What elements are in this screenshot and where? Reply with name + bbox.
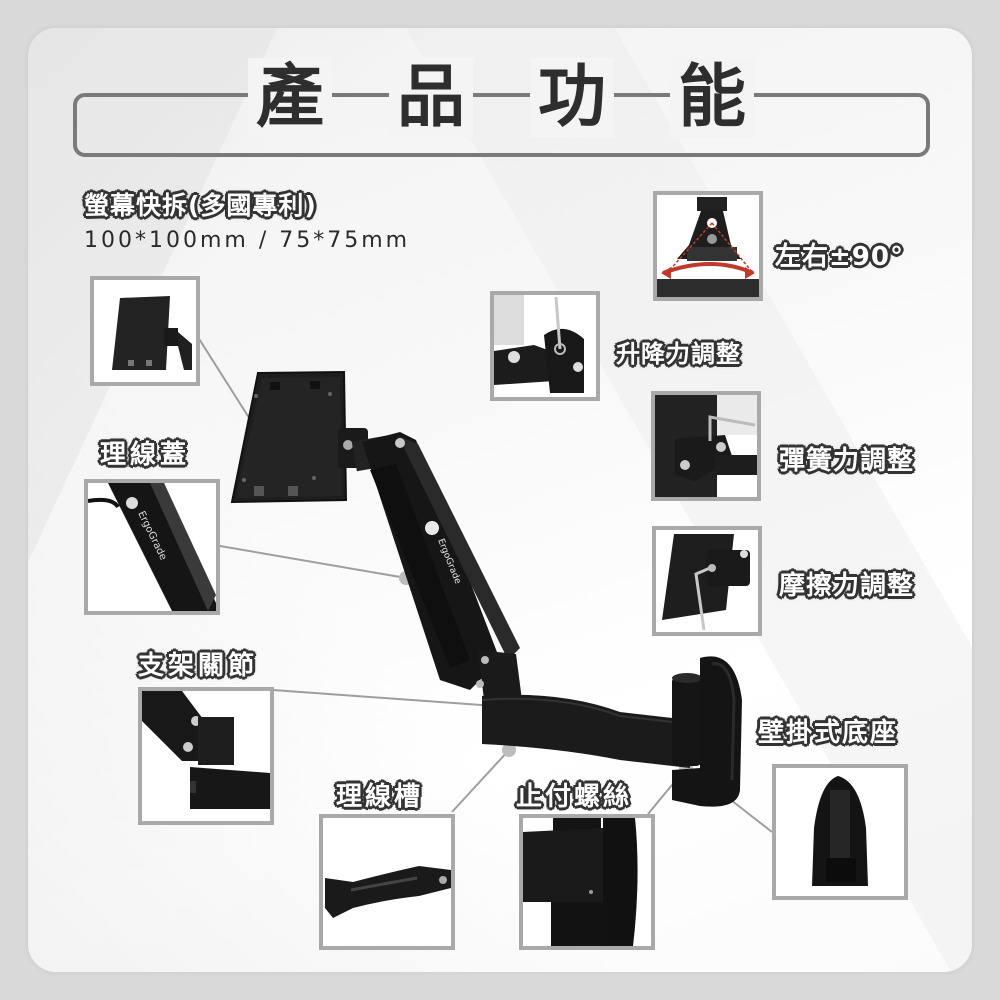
spring-adjust-label: 彈簧力調整 <box>779 446 915 476</box>
spring-adjust-thumbnail <box>655 395 757 497</box>
thumb-wall-base <box>772 764 908 900</box>
vesa-spec: 100*100mm / 75*75mm <box>84 228 411 253</box>
height-adjust-label: 升降力調整 <box>616 340 741 368</box>
thumb-cable-cover: ErgoGrade <box>84 479 220 615</box>
thumb-rotation <box>653 191 763 301</box>
title-char: 品 <box>389 58 473 138</box>
monitor-arm-product-image: ErgoGrade <box>230 370 742 807</box>
cable-cover-label: 理線蓋 <box>100 440 191 470</box>
tilt-head-thumbnail <box>657 197 759 297</box>
thumb-quick-release <box>90 276 200 386</box>
thumb-spring-adjust <box>651 391 761 501</box>
thumb-stop-screw <box>519 814 655 950</box>
stop-screw-thumbnail <box>523 818 638 946</box>
friction-adjust-thumbnail <box>662 534 750 631</box>
title-char: 產 <box>248 58 332 138</box>
arm-joint-label: 支架關節 <box>138 651 259 681</box>
thumb-friction-adjust <box>652 526 762 636</box>
cable-channel-thumbnail <box>325 866 451 918</box>
vesa-plate-thumbnail <box>112 296 192 370</box>
title-char: 能 <box>670 58 754 138</box>
title-frame <box>73 93 930 157</box>
cable-channel-label: 理線槽 <box>336 782 424 812</box>
cable-cover-thumbnail: ErgoGrade <box>88 483 216 611</box>
arm-joint-thumbnail <box>142 691 270 809</box>
height-adjust-thumbnail <box>494 295 584 393</box>
rotation-label: 左右±90° <box>775 242 904 272</box>
thumb-height-adjust <box>490 291 600 401</box>
wall-base-label: 壁掛式底座 <box>758 718 899 748</box>
wall-base-thumbnail <box>812 776 868 886</box>
thumb-cable-channel <box>319 814 455 950</box>
quick-release-label: 螢幕快拆(多國專利) <box>84 191 317 220</box>
page-title: 產 品 功 能 <box>0 58 1000 138</box>
stop-screw-label: 止付螺絲 <box>516 782 633 812</box>
thumb-arm-joint <box>138 687 274 825</box>
title-char: 功 <box>530 58 614 138</box>
friction-adjust-label: 摩擦力調整 <box>779 571 915 601</box>
